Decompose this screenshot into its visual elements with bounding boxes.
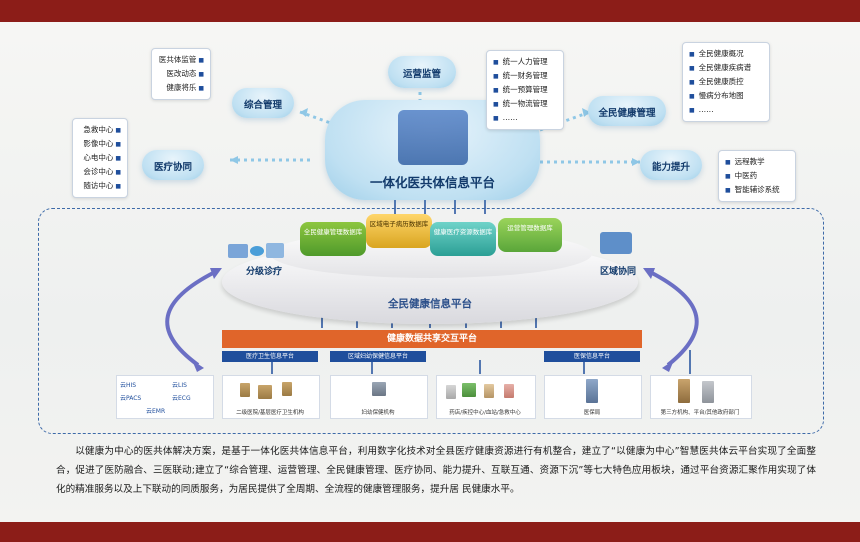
- node-yiliao: 医疗协同: [153, 162, 192, 173]
- list-item: 统一人力管理: [493, 55, 557, 69]
- tag-ecg: 云ECG: [172, 395, 191, 402]
- list-item: ……: [493, 111, 557, 125]
- server-illustration: [398, 110, 468, 165]
- building-icon: [240, 383, 250, 397]
- node-nengli-cloud: [640, 150, 702, 180]
- list-item: 全民健康疾病谱: [689, 61, 763, 75]
- db-operations: 运营管理数据库: [498, 218, 562, 252]
- platform-label: 全民健康信息平台: [388, 298, 472, 310]
- tag-his: 云HIS: [120, 382, 137, 389]
- label-fenji: 分级诊疗: [245, 267, 282, 277]
- db-resources: 健康医疗资源数据库: [430, 222, 496, 256]
- node-yunying: 运营监管: [402, 69, 441, 80]
- list-item: 影像中心: [79, 137, 121, 151]
- list-item: 全民健康概况: [689, 47, 763, 61]
- card-caption: 医保局: [583, 410, 601, 416]
- db-quanmin: 全民健康管理数据库: [300, 222, 366, 256]
- list-item: 随访中心: [79, 179, 121, 193]
- list-item: 全民健康质控: [689, 75, 763, 89]
- tag-lis: 云LIS: [172, 382, 187, 389]
- building-icon: [504, 384, 514, 398]
- card-caption: 二级医院/基层医疗卫生机构: [236, 410, 304, 416]
- list-item: 健康将乐: [158, 81, 204, 95]
- subplatform-maternal: 区域妇幼保健信息平台: [330, 351, 426, 362]
- node-yunying-cloud: [388, 56, 456, 88]
- building-icon: [372, 382, 386, 396]
- building-icon: [586, 379, 598, 403]
- list-zonghe: 医共体监管 医改动态 健康将乐: [151, 48, 211, 100]
- sync-icon: [250, 246, 264, 256]
- cloud-title: 一体化医共体信息平台: [369, 175, 495, 190]
- building-icon: [702, 381, 714, 403]
- db-emr: 区域电子病历数据库: [366, 214, 432, 248]
- list-item: 统一预算管理: [493, 83, 557, 97]
- list-item: ……: [689, 103, 763, 117]
- list-nengli: 远程教学 中医药 智能辅诊系统: [718, 150, 796, 202]
- list-item: 急救中心: [79, 123, 121, 137]
- card-caption: 妇幼保健机构: [361, 410, 395, 416]
- card-caption: 药店/疾控中心/血站/急救中心: [449, 410, 521, 416]
- subplatform-medical: 医疗卫生信息平台: [222, 351, 318, 362]
- list-item: 会诊中心: [79, 165, 121, 179]
- platform-frame: [38, 208, 824, 434]
- list-item: 中医药: [725, 169, 789, 183]
- top-border: [0, 0, 860, 22]
- description-paragraph: 以健康为中心的医共体解决方案，是基于一体化医共体信息平台，利用数字化技术对全县医…: [56, 446, 816, 495]
- building-icon: [462, 383, 476, 397]
- node-zonghe-cloud: [232, 88, 294, 118]
- card-caption: 第三方机构、平台/其他政府部门: [660, 410, 740, 416]
- list-item: 远程教学: [725, 155, 789, 169]
- list-item: 统一物流管理: [493, 97, 557, 111]
- label-quyu: 区域协同: [599, 267, 636, 277]
- list-quanmin: 全民健康概况 全民健康疾病谱 全民健康质控 慢病分布地图 ……: [682, 42, 770, 122]
- tag-pacs: 云PACS: [120, 395, 142, 402]
- node-nengli: 能力提升: [651, 162, 690, 173]
- list-item: 统一财务管理: [493, 69, 557, 83]
- hospital-icon: [266, 243, 284, 258]
- building-icon: [282, 382, 292, 396]
- list-item: 心电中心: [79, 151, 121, 165]
- building-icon: [258, 385, 272, 399]
- node-quanmin: 全民健康管理: [598, 108, 656, 119]
- bottom-border: [0, 522, 860, 542]
- clinic-icon: [228, 244, 248, 258]
- node-quanmin-cloud: [588, 96, 666, 126]
- list-item: 智能辅诊系统: [725, 183, 789, 197]
- building-icon: [446, 385, 456, 399]
- card-cloud-systems: [116, 375, 214, 419]
- list-item: 医改动态: [158, 67, 204, 81]
- tag-emr: 云EMR: [146, 408, 166, 415]
- exchange-platform-bar: 健康数据共享交互平台: [222, 330, 642, 348]
- collaboration-icon: [600, 232, 632, 254]
- node-yiliao-cloud: [142, 150, 204, 180]
- card-third-party: [650, 375, 752, 419]
- list-yunying: 统一人力管理 统一财务管理 统一预算管理 统一物流管理 ……: [486, 50, 564, 130]
- list-item: 慢病分布地图: [689, 89, 763, 103]
- list-yiliao: 急救中心 影像中心 心电中心 会诊中心 随访中心: [72, 118, 128, 198]
- node-zonghe: 综合管理: [243, 100, 282, 111]
- building-icon: [678, 379, 690, 403]
- subplatform-insurance: 医保信息平台: [544, 351, 640, 362]
- building-icon: [484, 384, 494, 398]
- list-item: 医共体监管: [158, 53, 204, 67]
